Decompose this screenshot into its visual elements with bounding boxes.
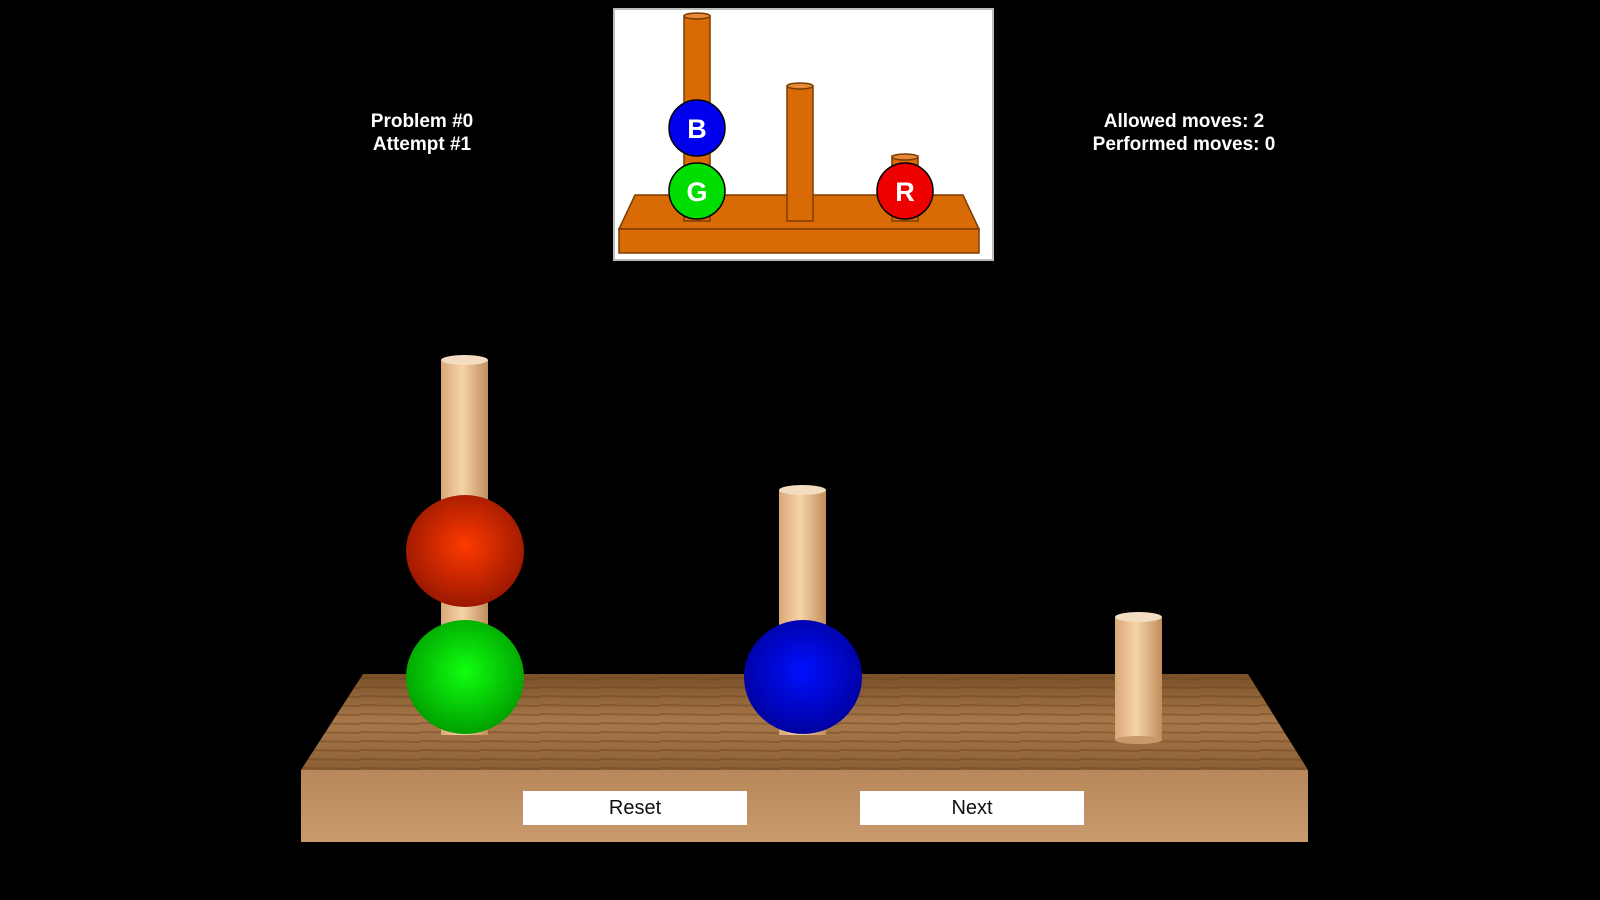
svg-text:B: B <box>687 114 707 144</box>
problem-number: Problem #0 <box>370 111 474 132</box>
svg-text:R: R <box>895 177 915 207</box>
ball-red[interactable] <box>406 495 524 607</box>
allowed-moves: Allowed moves: 2 <box>1103 111 1265 132</box>
next-button[interactable]: Next <box>860 791 1084 825</box>
ball-blue[interactable] <box>744 620 862 734</box>
svg-text:G: G <box>686 177 707 207</box>
attempt-number: Attempt #1 <box>372 134 472 155</box>
goal-ball-blue: B <box>668 99 726 157</box>
reset-button[interactable]: Reset <box>523 791 747 825</box>
goal-peg-2 <box>786 85 814 222</box>
problem-info: Problem #0 Attempt #1 <box>322 110 522 156</box>
peg-3 <box>1115 612 1162 744</box>
moves-info: Allowed moves: 2 Performed moves: 0 <box>1034 110 1334 156</box>
goal-ball-red: R <box>876 162 934 220</box>
goal-ball-green: G <box>668 162 726 220</box>
ball-green[interactable] <box>406 620 524 734</box>
goal-state-image: B G R <box>613 8 994 261</box>
performed-moves: Performed moves: 0 <box>1092 134 1276 155</box>
